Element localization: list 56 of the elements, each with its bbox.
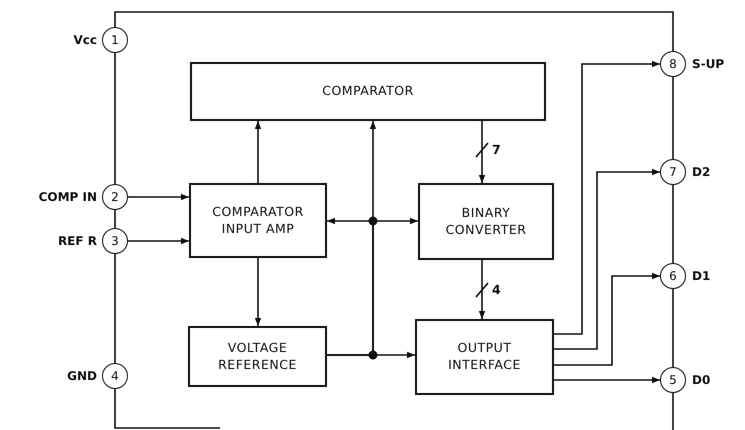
pin-name: D1 (692, 268, 710, 284)
pin-circle (660, 51, 686, 77)
arrow (254, 121, 262, 183)
wire (114, 389, 220, 429)
pin-number: 8 (669, 56, 677, 72)
pin-circle (102, 228, 128, 254)
wire (672, 185, 674, 263)
pin-number: 2 (111, 188, 119, 206)
arrow (327, 218, 418, 356)
block-label: OUTPUT INTERFACE (447, 340, 522, 374)
arrow (478, 121, 486, 183)
block-label: BINARY CONVERTER (444, 204, 528, 238)
arrow (554, 60, 660, 335)
arrow (128, 238, 189, 244)
wire (114, 11, 674, 51)
block-box (189, 183, 327, 258)
pin-circle (102, 363, 128, 389)
pin-name: REF R (58, 233, 97, 249)
block-label: COMPARATOR (322, 83, 414, 100)
pin-number: 7 (669, 164, 677, 180)
arrow (554, 168, 660, 350)
block-box (418, 183, 554, 260)
arrow (554, 272, 660, 366)
block-label: COMPARATOR INPUT AMP (211, 204, 305, 238)
pin-number: 3 (111, 232, 119, 250)
wire (672, 289, 674, 367)
pin-number: 6 (669, 268, 677, 284)
pin-number: 5 (669, 372, 677, 388)
arrow (254, 258, 262, 326)
pin-name: COMP IN (38, 189, 97, 205)
arrow (128, 194, 189, 200)
wire (114, 254, 116, 363)
block-label: VOLTAGE REFERENCE (217, 340, 298, 374)
pin-circle (660, 367, 686, 393)
block-box (415, 319, 554, 395)
pin-number: 1 (111, 32, 119, 48)
wire (114, 210, 116, 228)
pin-circle (660, 159, 686, 185)
wire (672, 77, 674, 159)
edge-label: 4 (491, 283, 502, 297)
wire (672, 393, 674, 430)
edge-label: 7 (491, 143, 502, 157)
block-box (188, 326, 327, 387)
pin-name: D2 (692, 164, 710, 180)
arrow (554, 376, 660, 384)
pin-name: Vcc (73, 32, 97, 48)
pin-circle (102, 184, 128, 210)
pin-name: S-UP (692, 56, 724, 72)
pin-name: D0 (692, 372, 710, 388)
pin-number: 4 (111, 368, 119, 384)
wire (114, 53, 116, 184)
pin-name: GND (67, 368, 97, 384)
arrow (478, 260, 486, 319)
pin-circle (660, 263, 686, 289)
block-box (190, 62, 546, 121)
pin-circle (102, 27, 128, 53)
